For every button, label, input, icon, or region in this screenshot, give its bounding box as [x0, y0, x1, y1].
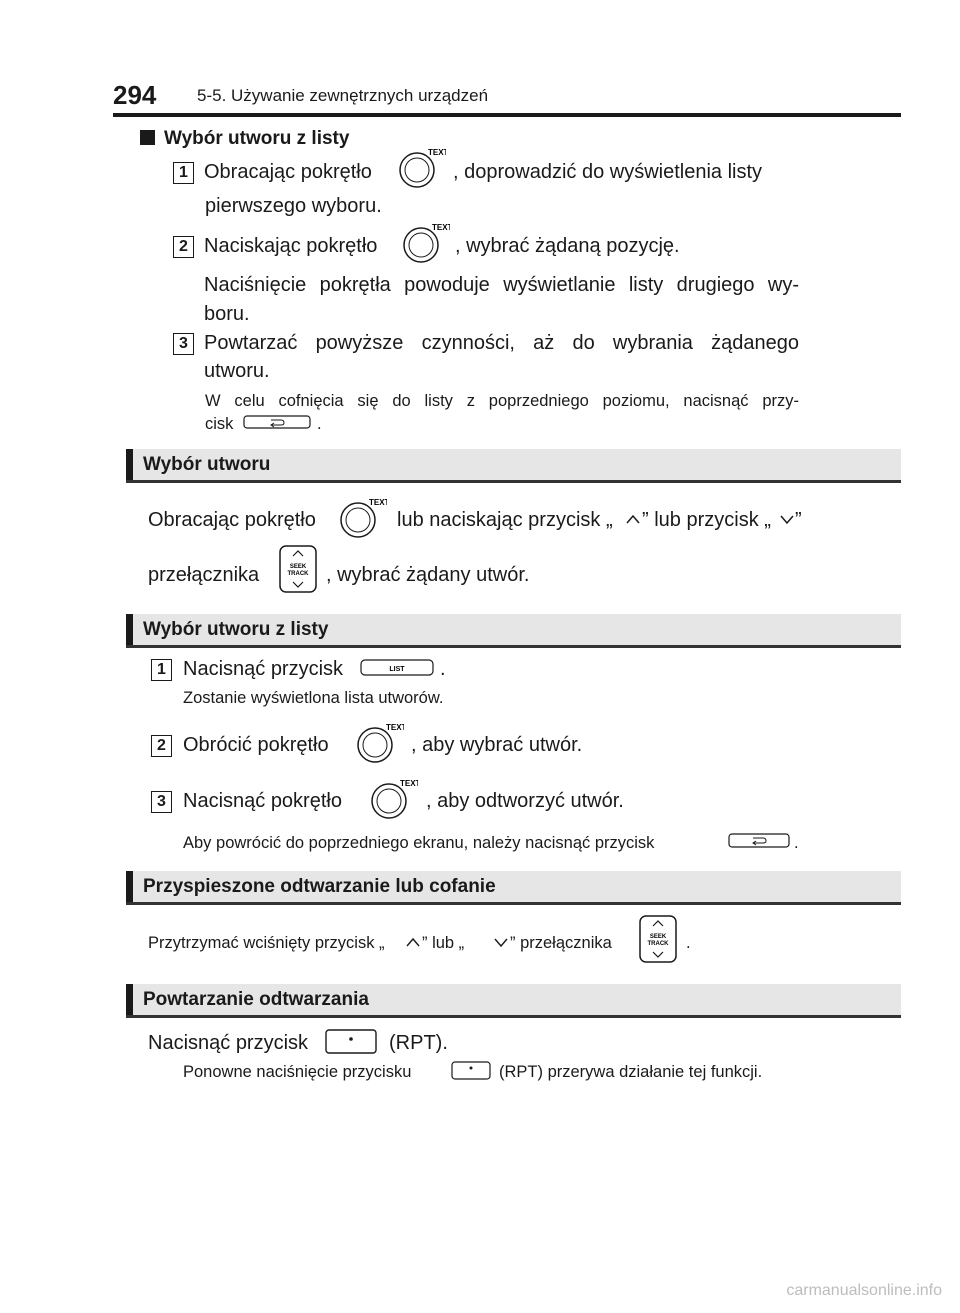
step-number: 1	[173, 162, 194, 184]
body-text: .	[686, 934, 691, 952]
rpt-button-icon	[451, 1061, 491, 1080]
note-text: .	[794, 834, 799, 852]
knob-label: TEXT	[369, 498, 387, 507]
text-knob-icon: TEXT	[371, 779, 418, 819]
watermark: carmanualsonline.info	[786, 1282, 942, 1299]
page-number: 294	[113, 80, 157, 110]
square-bullet-icon	[140, 130, 155, 145]
chevron-down-icon	[780, 515, 794, 525]
body-text: przełącznika	[148, 564, 260, 586]
step-text: Obrócić pokrętło	[183, 734, 329, 756]
step-text: Nacisnąć przycisk	[183, 658, 344, 680]
header-rule	[113, 113, 901, 117]
step-text: Naciskając pokrętło	[204, 235, 378, 257]
body-text: ”	[795, 509, 802, 531]
step-number: 2	[151, 735, 172, 757]
section-title: Powtarzanie odtwarzania	[143, 989, 369, 1010]
chevron-up-icon	[626, 514, 640, 524]
step-text: , wybrać żądaną pozycję.	[455, 235, 680, 257]
body-text: Nacisnąć przycisk	[148, 1032, 309, 1054]
step-number: 1	[151, 659, 172, 681]
track-label: TRACK	[648, 941, 670, 947]
step-text: , doprowadzić do wyświetlenia listy	[453, 161, 763, 183]
step-text: , aby wybrać utwór.	[411, 734, 583, 756]
body-text: ” lub przycisk „	[642, 509, 771, 531]
knob-label: TEXT	[386, 723, 404, 732]
step-text: pierwszego wyboru.	[205, 195, 382, 217]
body-text: Obracając pokrętło	[148, 509, 316, 531]
note-text: Ponowne naciśnięcie przycisku	[183, 1063, 412, 1081]
seek-label: SEEK	[290, 564, 307, 570]
back-button-icon	[728, 833, 790, 848]
step-text: Powtarzać powyższe czynności, aż do wybr…	[204, 332, 799, 354]
sub-heading: Wybór utworu z listy	[140, 128, 349, 150]
text-knob-icon: TEXT	[357, 723, 404, 763]
knob-label: TEXT	[400, 779, 418, 788]
rpt-button-icon	[325, 1029, 377, 1054]
body-text: lub naciskając przycisk „	[397, 509, 613, 531]
chapter-title: 5-5. Używanie zewnętrznych urządzeń	[197, 86, 489, 105]
note-text: Aby powrócić do poprzedniego ekranu, nal…	[183, 834, 655, 852]
step-text: Nacisnąć pokrętło	[183, 790, 342, 812]
section-header: Przyspieszone odtwarzanie lub cofanie	[126, 871, 901, 905]
chevron-down-icon	[494, 938, 508, 948]
back-button-icon	[243, 415, 311, 429]
section-title: Przyspieszone odtwarzanie lub cofanie	[143, 876, 496, 897]
step-number: 3	[151, 791, 172, 813]
step-text: .	[440, 658, 446, 680]
knob-label: TEXT	[428, 148, 446, 157]
step-number: 3	[173, 333, 194, 355]
step-text: utworu.	[204, 360, 270, 382]
body-text: , wybrać żądany utwór.	[326, 564, 530, 586]
seek-label: SEEK	[650, 934, 667, 940]
body-text: ” lub „	[422, 934, 465, 952]
body-text: Przytrzymać wciśnięty przycisk „	[148, 934, 385, 952]
list-label: LIST	[389, 666, 405, 673]
note-text: Zostanie wyświetlona lista utworów.	[183, 689, 444, 707]
note-text: (RPT) przerywa działanie tej funkcji.	[499, 1063, 763, 1081]
body-text: ” przełącznika	[510, 934, 612, 952]
list-button-icon: LIST	[360, 659, 434, 676]
section-title: Wybór utworu	[143, 454, 271, 475]
text-knob-icon: TEXT	[399, 148, 446, 188]
section-header: Powtarzanie odtwarzania	[126, 984, 901, 1018]
body-text: (RPT).	[389, 1032, 448, 1054]
step-number: 2	[173, 236, 194, 258]
sub-heading-text: Wybór utworu z listy	[164, 128, 350, 149]
note-text: .	[317, 415, 322, 433]
note-text: cisk	[205, 415, 234, 433]
text-knob-icon: TEXT	[340, 498, 387, 538]
step-text: , aby odtworzyć utwór.	[426, 790, 624, 812]
section-title: Wybór utworu z listy	[143, 619, 329, 640]
section-header: Wybór utworu z listy	[126, 614, 901, 648]
track-label: TRACK	[288, 571, 310, 577]
knob-label: TEXT	[432, 223, 450, 232]
step-text: Obracając pokrętło	[204, 161, 372, 183]
chevron-up-icon	[406, 937, 420, 947]
step-text: boru.	[204, 303, 250, 325]
section-header: Wybór utworu	[126, 449, 901, 483]
text-knob-icon: TEXT	[403, 223, 450, 263]
note-text: W celu cofnięcia się do listy z poprzedn…	[205, 392, 799, 410]
step-text: Naciśnięcie pokrętła powoduje wyświetlan…	[204, 274, 799, 296]
